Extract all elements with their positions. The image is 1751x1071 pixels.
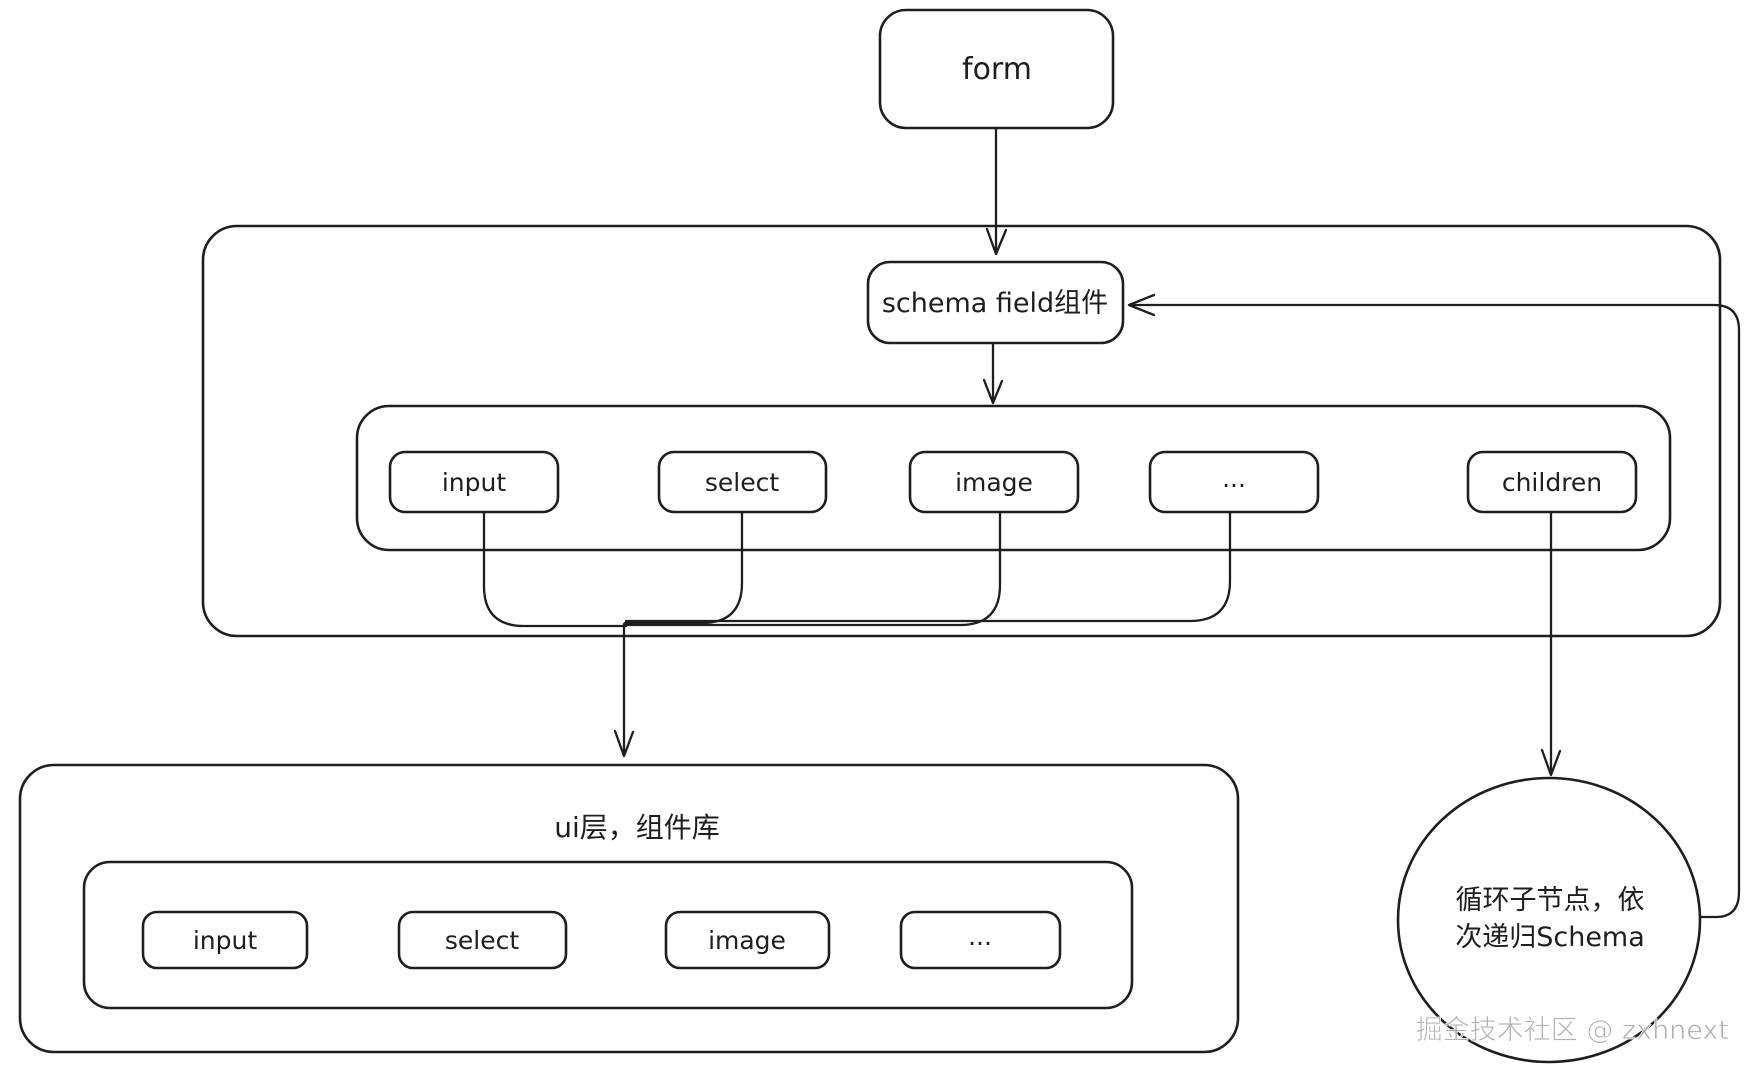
watermark: 掘金技术社区 @ zxhnext: [1416, 1015, 1729, 1046]
ui-box-image-label: image: [708, 926, 786, 955]
top-box-ellipsis-label: ...: [1222, 464, 1246, 493]
component-row-container: [355, 404, 1672, 552]
top-box-select-label: select: [705, 468, 779, 497]
form-node-label: form: [962, 52, 1032, 87]
schema-field-node-label: schema field组件: [882, 288, 1108, 319]
top-box-image-label: image: [955, 468, 1033, 497]
recursion-circle: [1396, 776, 1702, 1064]
ui-box-select: [397, 910, 568, 970]
ui-box-image: [664, 910, 831, 970]
recursion-circle-label-line2: 次递归Schema: [1455, 922, 1645, 953]
connector-ellipsis-to-merge: [624, 510, 1232, 623]
ui-box-input-label: input: [193, 926, 258, 955]
schema-field-node: [866, 260, 1125, 345]
ui-box-select-label: select: [445, 926, 519, 955]
ui-box-ellipsis-label: ...: [968, 922, 992, 951]
ui-box-ellipsis: [899, 910, 1062, 970]
top-box-ellipsis: [1148, 450, 1320, 514]
top-box-select: [657, 450, 828, 514]
connector-select-to-merge: [623, 510, 744, 625]
ui-component-row-container: [82, 860, 1134, 1010]
arrowhead-down-schema-icon: [985, 227, 1008, 256]
ui-layer-title: ui层，组件库: [554, 811, 720, 844]
ui-layer-container: [18, 763, 1240, 1054]
ui-box-input: [141, 910, 309, 970]
recursion-circle-label-line1: 循环子节点，依: [1456, 885, 1645, 916]
top-box-children: [1466, 450, 1638, 514]
top-box-children-label: children: [1502, 468, 1602, 497]
arrowhead-down-circle-icon: [1540, 748, 1562, 777]
top-box-input-label: input: [442, 468, 507, 497]
connector-image-to-merge: [623, 510, 1002, 627]
top-box-image: [908, 450, 1080, 514]
arrowhead-down-row-icon: [982, 378, 1004, 405]
arrow-circle-to-schema-field: [1129, 303, 1741, 919]
top-box-input: [388, 450, 560, 514]
arrowhead-left-schema-icon: [1127, 293, 1156, 317]
connector-input-to-merge: [482, 510, 628, 628]
arrowhead-down-ui-icon: [613, 729, 635, 758]
schema-layer-container: [201, 224, 1722, 638]
